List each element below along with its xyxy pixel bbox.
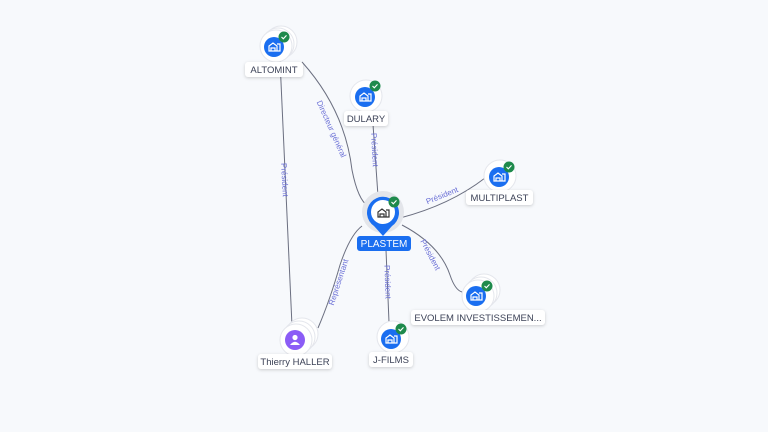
verified-icon (388, 196, 400, 208)
node-dulary[interactable]: DULARY (344, 79, 388, 126)
verified-icon (481, 280, 493, 292)
edge-thierry-plastem[interactable] (317, 225, 363, 329)
verified-icon (395, 323, 407, 335)
edge-label: Président (279, 163, 290, 198)
building-icon (377, 208, 390, 218)
node-thierry-haller[interactable]: Thierry HALLER (258, 317, 332, 369)
node-label: MULTIPLAST (471, 193, 529, 204)
edge-altomint-thierry[interactable] (279, 59, 293, 327)
node-j-films[interactable]: J-FILMS (369, 320, 413, 367)
center-label: PLASTEM (361, 239, 408, 250)
edge-label: Président (369, 133, 380, 168)
verified-icon (369, 80, 381, 92)
node-evolem[interactable]: EVOLEM INVESTISSEMEN... (411, 273, 545, 325)
edge-plastem-multiplast[interactable] (399, 177, 486, 219)
edge-label: Président (382, 265, 392, 300)
edge-plastem-evolem[interactable] (401, 224, 463, 293)
edge-label: Représentant (327, 257, 351, 306)
company-icon (264, 37, 284, 57)
edge-plastem-jfilms[interactable] (385, 249, 390, 323)
node-label: J-FILMS (373, 355, 409, 366)
edge-label: Président (418, 238, 442, 273)
node-label: EVOLEM INVESTISSEMEN... (414, 313, 541, 324)
verified-icon (503, 161, 515, 173)
node-multiplast[interactable]: MULTIPLAST (466, 159, 533, 205)
node-label: Thierry HALLER (260, 357, 329, 368)
node-altomint[interactable]: ALTOMINT (245, 25, 303, 77)
node-label: ALTOMINT (250, 65, 297, 76)
node-plastem-center[interactable]: PLASTEM (357, 191, 411, 251)
verified-icon (278, 31, 290, 43)
node-label: DULARY (347, 114, 386, 125)
edge-altomint-plastem[interactable] (301, 61, 369, 207)
